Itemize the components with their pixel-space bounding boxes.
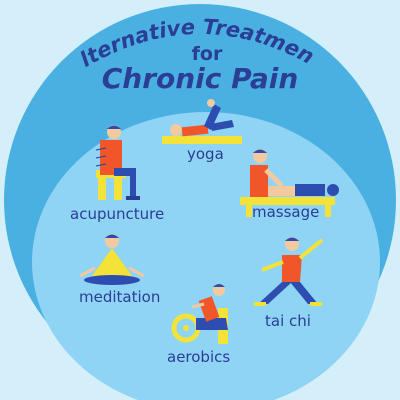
label-meditation: meditation	[79, 288, 161, 306]
label-acupuncture: acupuncture	[70, 205, 165, 223]
yoga-figure	[162, 99, 242, 144]
meditation-figure	[79, 234, 145, 285]
tai-chi-figure	[254, 237, 324, 306]
aerobics-figure	[171, 284, 228, 344]
label-aerobics: aerobics	[167, 348, 231, 366]
label-massage: massage	[252, 203, 320, 221]
acupuncture-figure	[95, 125, 140, 200]
massage-figure	[240, 149, 339, 217]
label-tai-chi: tai chi	[265, 312, 311, 330]
title-line-3: Chronic Pain	[102, 62, 299, 95]
title-line-2: for	[192, 43, 223, 65]
label-yoga: yoga	[187, 145, 224, 163]
